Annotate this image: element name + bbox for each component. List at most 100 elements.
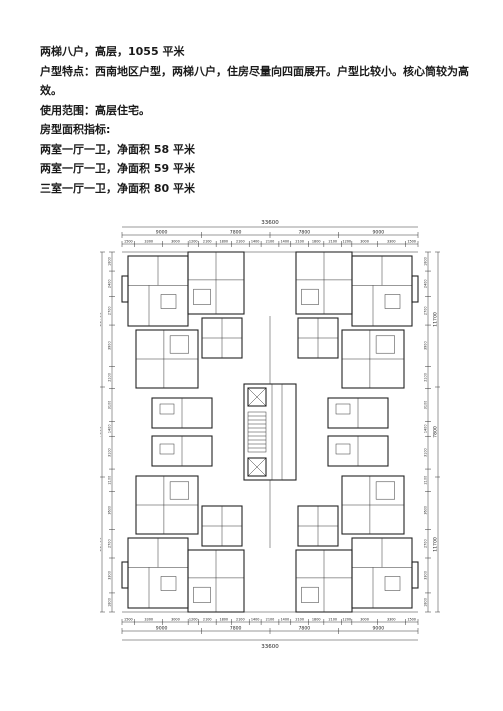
dim-right-fine-label: 2100 — [424, 476, 428, 485]
dim-top-fine-label: 1200 — [189, 240, 198, 244]
furniture — [375, 335, 395, 354]
floor-plan: 33600 33600 36600 36600 9000780078009000… — [64, 212, 458, 652]
dim-right-mid-label: 11700 — [433, 312, 439, 327]
dim-bottom-fine-label: 1800 — [219, 618, 228, 622]
dim-bottom-fine-label: 2100 — [295, 618, 304, 622]
dim-left-fine-label: 3300 — [108, 571, 112, 580]
dim-bottom-fine-label: 1500 — [407, 618, 416, 622]
dim-left-fine-label: 3100 — [108, 448, 112, 457]
balcony-bl — [121, 561, 129, 589]
dim-top-total: 33600 — [261, 220, 279, 226]
dim-top-fine-label: 3300 — [144, 240, 153, 244]
furniture — [193, 288, 211, 305]
dim-right-fine-label: 1800 — [424, 598, 428, 607]
dim-bottom-fine-label: 2100 — [266, 618, 275, 622]
dim-top-fine-label: 1800 — [219, 240, 228, 244]
dim-left-fine-label: 3600 — [108, 506, 112, 515]
corridor — [271, 383, 283, 481]
dim-bottom-total-label: 33600 — [261, 644, 279, 650]
plan-walls — [121, 251, 419, 613]
dim-left-fine-label: 1400 — [108, 425, 112, 434]
dim-top-mid-label: 7800 — [230, 230, 242, 236]
dim-bottom-fine-label: 1200 — [342, 618, 351, 622]
dim-bottom-fine-label: 1400 — [281, 618, 290, 622]
dim-right-mid-label: 11700 — [433, 537, 439, 552]
dim-right-fine-label: 2700 — [424, 539, 428, 548]
dim-top-fine-label: 2100 — [295, 240, 304, 244]
furniture — [384, 294, 401, 309]
balcony-tl — [121, 275, 129, 303]
dim-left-mid-label: 7800 — [100, 426, 103, 438]
dim-bottom-fine-label: 3300 — [387, 618, 396, 622]
area-heading: 房型面积指标: — [40, 123, 111, 136]
dim-top-fine-label: 1500 — [407, 240, 416, 244]
dim-bottom-total: 33600 — [261, 644, 279, 650]
dim-right-fine-label: 1400 — [424, 425, 428, 434]
dim-left-fine-label: 3900 — [108, 341, 112, 350]
dimension-lines: 9000 7800 7800 9000 1500 3300 3000 1200 2100 1800… — [97, 226, 441, 641]
scope-text: 使用范围：高层住宅。 — [40, 103, 150, 117]
dim-left-mid-label: 11700 — [100, 537, 103, 552]
dim-top-fine-label: 2100 — [236, 240, 245, 244]
dim-top-fine-label: 1200 — [342, 240, 351, 244]
dim-top-fine-label: 3300 — [387, 240, 396, 244]
elevator-2-cross — [247, 457, 267, 477]
balcony-tr — [411, 275, 419, 303]
dim-bottom-fine-label: 1200 — [189, 618, 198, 622]
dim-left-fine-label: 2100 — [108, 476, 112, 485]
dim-top-total-label: 33600 — [261, 220, 279, 226]
dim-bottom-mid-label: 7800 — [230, 626, 242, 632]
dim-bottom-mid-label: 7800 — [299, 626, 311, 632]
dim-top-mid-label: 9000 — [156, 230, 168, 236]
dim-top-mid-label: 7800 — [299, 230, 311, 236]
dim-top-mid-label: 9000 — [373, 230, 385, 236]
unit-type-1: 两室一厅一卫，净面积 58 平米 — [40, 142, 195, 156]
furniture — [159, 443, 175, 455]
dim-top-fine-label: 1400 — [251, 240, 260, 244]
dim-bottom-fine-label: 3300 — [144, 618, 153, 622]
furniture — [301, 288, 319, 305]
dim-right-fine-label: 2100 — [424, 373, 428, 382]
unit-type-3: 三室一厅一卫，净面积 80 平米 — [40, 181, 195, 195]
furniture — [335, 443, 351, 455]
dim-right-fine-label: 3100 — [424, 401, 428, 410]
furniture — [301, 586, 319, 603]
dim-bottom-fine-label: 2100 — [328, 618, 337, 622]
dim-top-fine-label: 1800 — [312, 240, 321, 244]
dim-bottom-fine-label: 3000 — [360, 618, 369, 622]
dim-bottom-fine-label: 3000 — [171, 618, 180, 622]
dim-right-fine-label: 1800 — [424, 257, 428, 266]
dim-right-fine-label: 3900 — [424, 341, 428, 350]
furniture — [335, 403, 351, 415]
dim-left-fine-label: 2700 — [108, 306, 112, 315]
furniture — [384, 576, 401, 591]
dim-bottom-mid-label: 9000 — [373, 626, 385, 632]
dim-bottom-fine-label: 1500 — [124, 618, 133, 622]
dim-top-fine-label: 3000 — [360, 240, 369, 244]
floor-plan-drawing: 33600 33600 36600 36600 9000780078009000… — [64, 220, 458, 650]
dim-left-fine-label: 1800 — [108, 257, 112, 266]
dim-bottom-mid-label: 9000 — [156, 626, 168, 632]
furniture — [375, 481, 395, 500]
description-text: 两梯八户，高层，1055 平米 户型特点：西南地区户型，两梯八户，住房尽量向四面… — [40, 42, 470, 198]
dim-right-fine-label: 2400 — [424, 279, 428, 288]
dim-right-fine-label: 2700 — [424, 306, 428, 315]
features-text: 户型特点：西南地区户型，两梯八户，住房尽量向四面展开。户型比较小。核心筒较为高效… — [40, 64, 469, 98]
furniture — [169, 335, 189, 354]
furniture — [169, 481, 189, 500]
dim-bottom-fine-label: 1800 — [312, 618, 321, 622]
dim-left-fine-label: 1800 — [108, 598, 112, 607]
dim-top-fine-label: 3000 — [171, 240, 180, 244]
dim-left-fine-label: 2700 — [108, 539, 112, 548]
dim-top-fine-label: 1400 — [281, 240, 290, 244]
dim-right-mid-label: 7800 — [433, 426, 439, 438]
doc-title: 两梯八户，高层，1055 平米 — [40, 45, 185, 58]
furniture — [160, 576, 177, 591]
dim-top-fine-label: 2100 — [328, 240, 337, 244]
furniture — [193, 586, 211, 603]
furniture — [159, 403, 175, 415]
elevator-1-cross — [247, 387, 267, 407]
furniture — [160, 294, 177, 309]
elevator-1 — [247, 387, 267, 407]
dim-left-fine-label: 2400 — [108, 279, 112, 288]
